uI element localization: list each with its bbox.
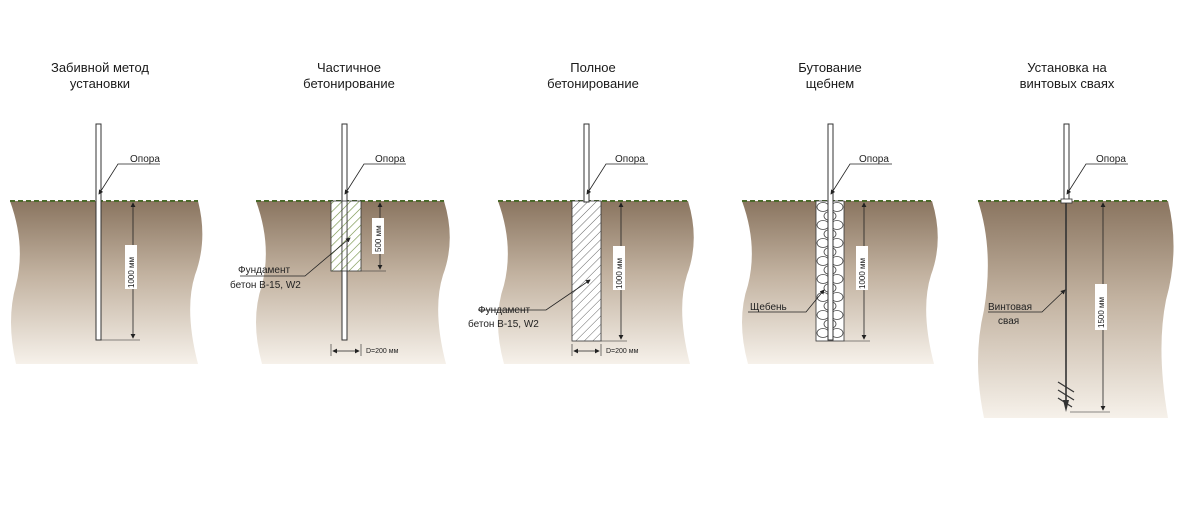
support-label: Опора — [375, 154, 405, 165]
panel-driven: Опора 1000 мм — [10, 123, 203, 364]
diameter-label: D=200 мм — [366, 348, 399, 355]
leader-line — [98, 163, 160, 195]
foundation-leader — [478, 279, 591, 311]
support-post — [827, 123, 834, 341]
support-post — [95, 123, 102, 341]
dimension-label-box — [1095, 284, 1107, 330]
depth-label: 1000 мм — [858, 258, 867, 289]
screw-pile-helix — [1057, 381, 1075, 408]
panel-gravel: Опора 1000 мм Щебень — [742, 123, 938, 364]
title-line: установки — [69, 76, 131, 91]
title-gravel: Бутование щебнем — [730, 60, 930, 92]
diameter-label: D=200 мм — [606, 348, 639, 355]
gravel-stone — [816, 274, 830, 284]
gravel-stone — [816, 220, 830, 230]
pile-label: Винтовая — [988, 302, 1032, 313]
gravel-stone — [816, 310, 830, 320]
support-post — [583, 123, 590, 203]
leader-line — [830, 163, 892, 195]
support-label: Опора — [859, 154, 889, 165]
dimension-label-box — [372, 218, 384, 254]
gravel-stone — [816, 238, 830, 248]
title-driven: Забивной метод установки — [0, 60, 200, 92]
gravel-stone — [816, 256, 830, 266]
depth-label: 1500 мм — [1097, 297, 1106, 328]
support-label: Опора — [1096, 154, 1126, 165]
title-line: бетонирование — [303, 76, 395, 91]
foundation-leader — [240, 237, 351, 277]
support-post-in-concrete — [341, 200, 348, 272]
depth-label: 1000 мм — [127, 257, 136, 288]
gravel-stone — [816, 328, 830, 338]
title-line: Частичное — [316, 60, 382, 75]
support-label: Опора — [615, 154, 645, 165]
soil-block — [10, 201, 203, 364]
support-label: Опора — [130, 154, 160, 165]
panel-screw: Опора 1500 мм Винтовая свая — [978, 123, 1174, 418]
support-post — [1063, 123, 1070, 201]
title-full: Полное бетонирование — [493, 60, 693, 92]
screw-pile-tip — [1063, 400, 1069, 412]
title-screw: Установка на винтовых сваях — [967, 60, 1167, 92]
leader-line — [586, 163, 648, 195]
title-line: Забивной метод — [50, 60, 150, 75]
depth-label: 500 мм — [374, 225, 383, 252]
concrete-foundation — [571, 200, 602, 342]
pile-cap — [1060, 198, 1073, 204]
title-line: бетонирование — [547, 76, 639, 91]
fill-label: Щебень — [750, 301, 787, 313]
gravel-stone — [816, 202, 830, 212]
title-line: Бутование — [798, 60, 862, 75]
foundation-label: бетон В-15, W2 — [468, 318, 539, 330]
title-line: винтовых сваях — [1019, 76, 1115, 91]
foundation-label: Фундамент — [238, 265, 290, 276]
foundation-label: Фундамент — [478, 305, 530, 316]
leader-line — [344, 163, 406, 195]
fill-leader — [748, 289, 825, 313]
panel-full: Опора 1000 мм Фундамент бетон В-15, W2 D… — [468, 123, 694, 364]
pile-label: свая — [998, 316, 1019, 327]
foundation-label: бетон В-15, W2 — [230, 279, 301, 291]
pile-leader — [988, 289, 1066, 313]
panel-partial: Опора 500 мм Фундамент бетон В-15, W2 D=… — [230, 123, 450, 364]
title-line: Полное — [570, 60, 616, 75]
gravel-stone — [816, 292, 830, 302]
dimension-label-box — [125, 245, 137, 289]
soil-block — [256, 201, 450, 364]
soil-block — [978, 201, 1174, 418]
title-line: Установка на — [1027, 60, 1107, 75]
depth-label: 1000 мм — [615, 258, 624, 289]
leader-line — [1066, 163, 1128, 195]
dimension-label-box — [613, 246, 625, 290]
title-partial: Частичное бетонирование — [249, 60, 449, 92]
title-line: щебнем — [805, 76, 855, 91]
dimension-label-box — [856, 246, 868, 290]
